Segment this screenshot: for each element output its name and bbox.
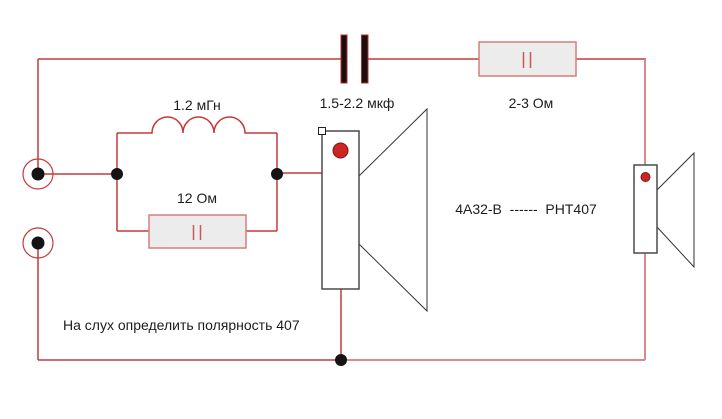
terminal-pin xyxy=(31,167,45,181)
capacitor-plate-left xyxy=(340,34,348,84)
terminal-ring xyxy=(22,227,54,259)
speaker-pair-label: 4А32-В ------ РНТ407 xyxy=(455,201,597,217)
junction-dot-bottom xyxy=(335,354,347,366)
woofer-cone xyxy=(358,107,428,313)
series-resistor-body xyxy=(478,41,577,77)
tweeter-cone xyxy=(656,151,695,269)
selection-handle[interactable] xyxy=(318,127,326,135)
input-terminal-bottom xyxy=(22,227,54,259)
junction-dot-right xyxy=(271,168,283,180)
speaker-tweeter xyxy=(633,151,695,269)
capacitor-symbol xyxy=(340,34,369,84)
tweeter-terminal-dot xyxy=(640,172,651,182)
inductor-coil xyxy=(117,116,277,134)
terminal-pin xyxy=(31,236,45,250)
wire-net-red xyxy=(37,58,646,361)
capacitor-label: 1.5-2.2 мкф xyxy=(319,95,395,111)
input-terminal-top xyxy=(22,158,54,190)
polarity-note: На слух определить полярность 407 xyxy=(63,317,300,333)
inductor-label: 1.2 мГн xyxy=(173,97,221,113)
shunt-resistor-body xyxy=(148,214,247,249)
junction-dot-left xyxy=(111,168,123,180)
shunt-resistor-label: 12 Ом xyxy=(177,190,217,206)
series-resistor xyxy=(478,41,577,77)
shunt-resistor xyxy=(148,214,247,249)
capacitor-plate-right xyxy=(361,34,369,84)
woofer-terminal-dot xyxy=(332,142,349,159)
terminal-ring xyxy=(22,158,54,190)
tweeter-body xyxy=(633,164,658,254)
wire-net-pink xyxy=(341,59,646,361)
series-resistor-label: 2-3 Ом xyxy=(508,95,554,111)
speaker-woofer xyxy=(318,107,428,313)
